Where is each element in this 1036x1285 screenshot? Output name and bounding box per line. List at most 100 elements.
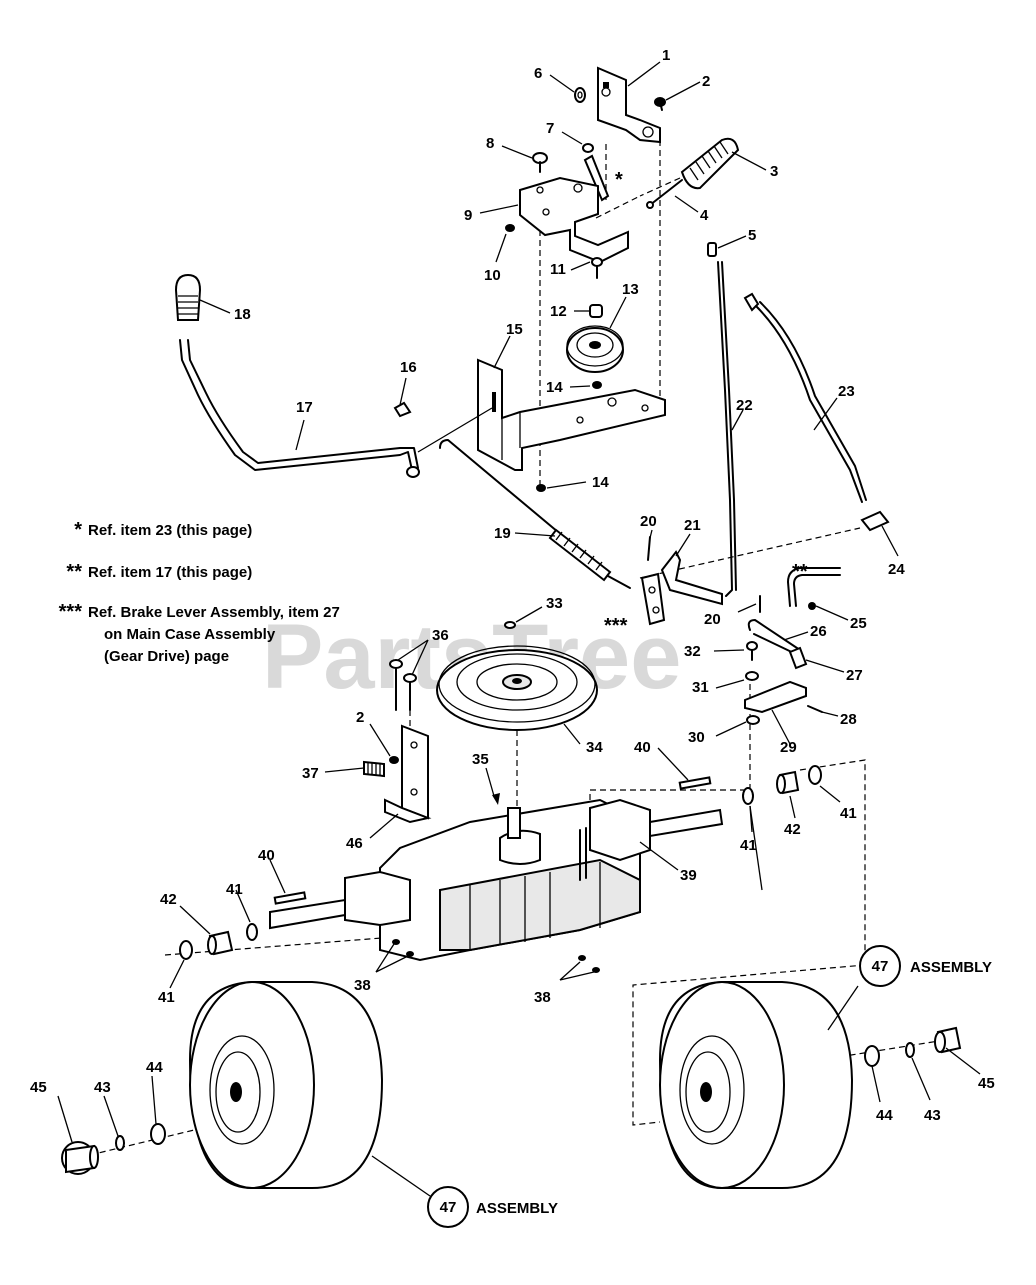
part-19-spring-rod — [439, 439, 631, 589]
callout-24: 24 — [888, 561, 905, 578]
callout-7: 7 — [546, 120, 554, 137]
part-37-spring — [363, 760, 385, 778]
part-40-key-right — [678, 776, 712, 790]
callout-numbers: 1 2 3 4 5 6 7 8 9 10 11 12 13 14 14 15 1… — [30, 47, 995, 1124]
part-45-hub-cap-right — [934, 1026, 962, 1054]
callout-40-left: 40 — [258, 847, 275, 864]
part-41-washer-right-b — [808, 765, 822, 785]
callout-40-right: 40 — [634, 739, 651, 756]
part-31-washer — [745, 671, 759, 681]
callout-16: 16 — [400, 359, 417, 376]
part-27-ferrule — [788, 646, 808, 670]
assembly-badge-right: 47 ASSEMBLY — [859, 945, 992, 987]
part-14-nut-lower — [536, 484, 546, 492]
assembly-left-label: ASSEMBLY — [476, 1200, 558, 1217]
part-38-nuts-left — [392, 939, 414, 957]
callout-29: 29 — [780, 739, 797, 756]
part-22-brake-rod — [717, 261, 737, 597]
callout-20a: 20 — [640, 513, 657, 530]
part-1-mounting-bracket — [597, 66, 661, 144]
callout-44-left: 44 — [146, 1059, 163, 1076]
reference-notes: * Ref. item 23 (this page) ** Ref. item … — [59, 519, 340, 665]
callout-17: 17 — [296, 399, 313, 416]
callout-19: 19 — [494, 525, 511, 542]
part-linkage-bent-rod — [787, 567, 841, 607]
assembly-left-number: 47 — [440, 1199, 457, 1216]
callout-14b: 14 — [592, 474, 609, 491]
note-3-line-3: (Gear Drive) page — [104, 648, 229, 665]
callout-18: 18 — [234, 306, 251, 323]
note-1-text: Ref. item 23 (this page) — [88, 522, 252, 539]
callout-1: 1 — [662, 47, 670, 64]
part-5-pin — [707, 242, 717, 257]
callout-21: 21 — [684, 517, 701, 534]
callout-14a: 14 — [546, 379, 563, 396]
part-18-lever-knob — [174, 273, 202, 321]
part-28-pin — [807, 705, 823, 713]
callout-23: 23 — [838, 383, 855, 400]
part-33-key — [504, 621, 516, 629]
part-4-rod — [646, 179, 683, 209]
note-2-text: Ref. item 17 (this page) — [88, 564, 252, 581]
part-29-plate — [744, 680, 807, 714]
callout-45-right: 45 — [978, 1075, 995, 1092]
left-wheel-assembly — [188, 981, 384, 1189]
callout-43-left: 43 — [94, 1079, 111, 1096]
callout-38-right: 38 — [534, 989, 551, 1006]
part-41-washer-right-a — [742, 787, 754, 805]
callout-31: 31 — [692, 679, 709, 696]
part-41-washer-left-b — [246, 923, 258, 941]
part-25-nut — [808, 602, 816, 610]
callout-37: 37 — [302, 765, 319, 782]
callout-2: 2 — [702, 73, 710, 90]
callout-9: 9 — [464, 207, 472, 224]
part-14-nut-upper — [592, 381, 602, 389]
part-6-washer — [574, 87, 586, 103]
callout-30: 30 — [688, 729, 705, 746]
callout-33: 33 — [546, 595, 563, 612]
note-1-mark: * — [74, 519, 82, 541]
callout-13: 13 — [622, 281, 639, 298]
part-42-spacer-right — [776, 770, 800, 795]
part-12-spacer — [589, 304, 603, 318]
callout-41-left-b: 41 — [226, 881, 243, 898]
callout-11: 11 — [550, 261, 566, 278]
part-44-washer-right — [864, 1045, 880, 1067]
part-21-brake-link — [660, 550, 723, 606]
callout-25: 25 — [850, 615, 867, 632]
part-40-key-left — [273, 891, 307, 905]
callout-36: 36 — [432, 627, 449, 644]
part-41-washer-left-a — [179, 940, 193, 960]
part-3-hand-grip — [680, 137, 740, 190]
part-34-drive-pulley — [436, 645, 598, 731]
part-10-nut — [505, 224, 515, 232]
callout-15: 15 — [506, 321, 523, 338]
assembly-right-label: ASSEMBLY — [910, 959, 992, 976]
part-16-cotter-clip — [393, 401, 412, 418]
transaxle-body — [269, 798, 724, 962]
part-9-pivot-bracket — [519, 176, 629, 264]
right-wheel-assembly — [658, 981, 854, 1189]
callout-3: 3 — [770, 163, 778, 180]
callout-45-left: 45 — [30, 1079, 47, 1096]
part-2-screw-top — [654, 97, 666, 111]
part-17-shift-lever — [179, 339, 493, 478]
part-46-bracket — [384, 724, 432, 824]
callout-39: 39 — [680, 867, 697, 884]
callout-6: 6 — [534, 65, 542, 82]
callout-42-left: 42 — [160, 891, 177, 908]
callout-27: 27 — [846, 667, 863, 684]
callout-26: 26 — [810, 623, 827, 640]
part-8-bolt — [532, 152, 548, 173]
part-36-bolts — [389, 659, 417, 711]
part-24-swivel — [860, 510, 890, 532]
brake-lever-ref — [640, 572, 666, 626]
callout-22: 22 — [736, 397, 753, 414]
part-11-screw — [591, 257, 603, 279]
part-30-washer — [746, 715, 760, 725]
part-45-hub-cap-left — [61, 1141, 99, 1175]
note-3-line-2: on Main Case Assembly — [104, 626, 276, 643]
callout-41-right-a: 41 — [740, 837, 757, 854]
